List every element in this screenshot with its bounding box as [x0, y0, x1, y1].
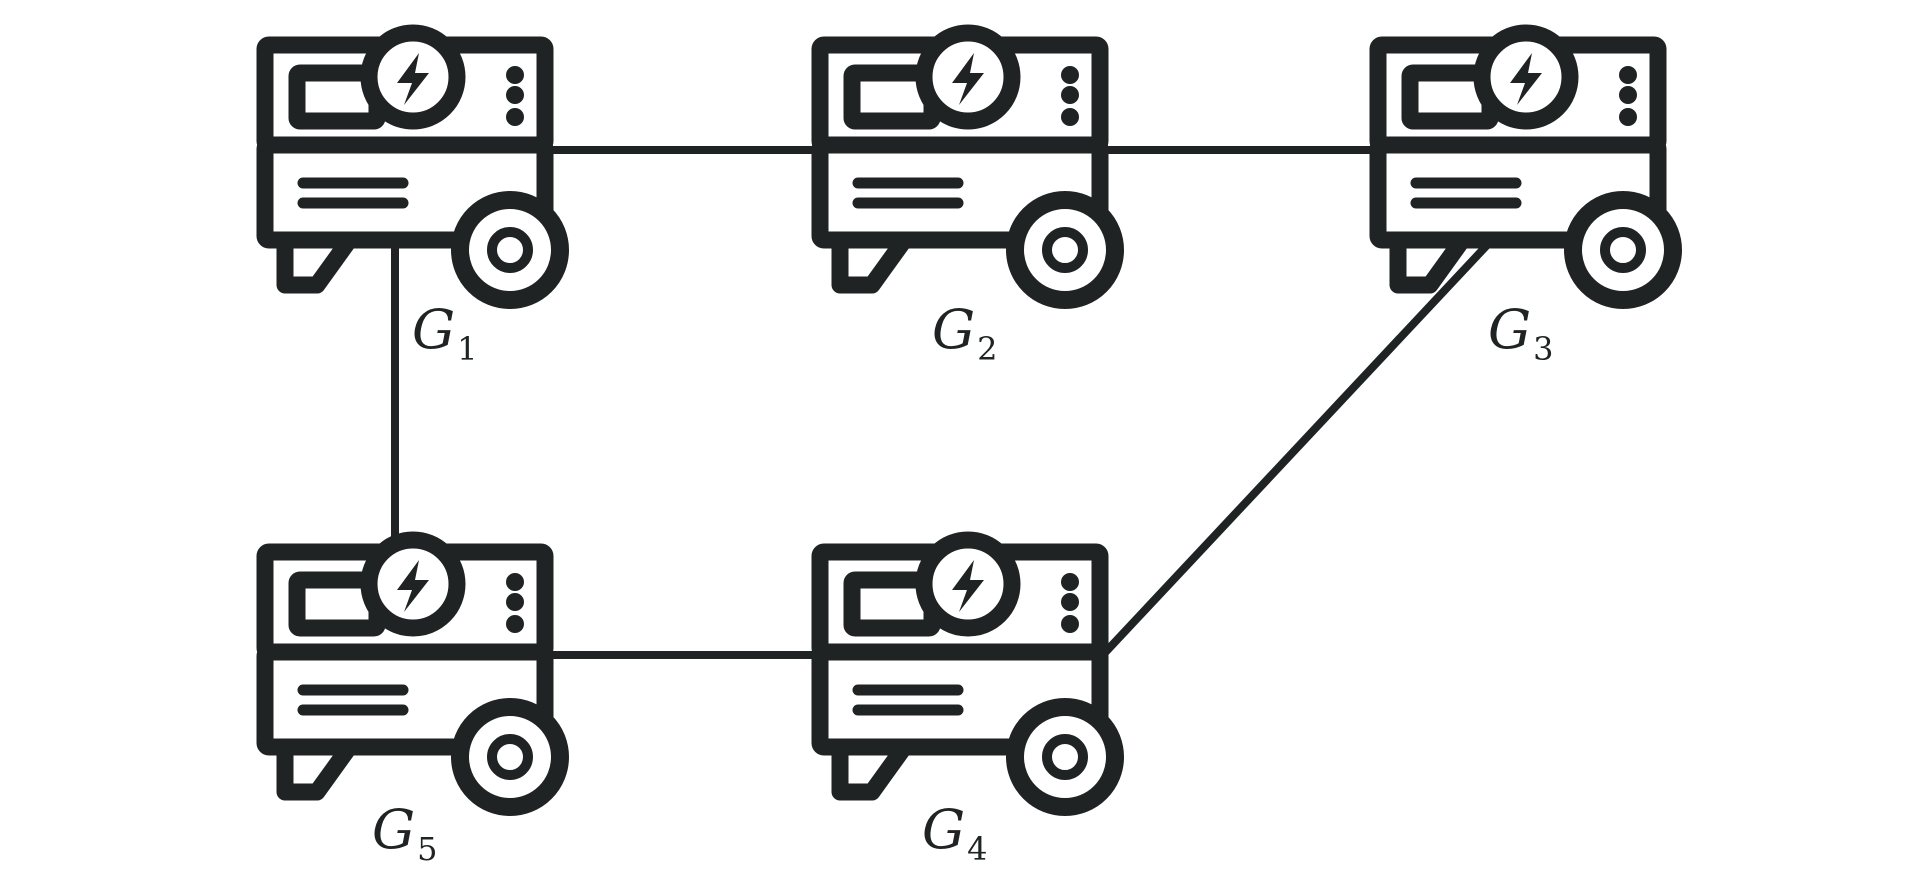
indicator-dot [1061, 593, 1079, 611]
indicator-dot [506, 593, 524, 611]
power-generator-icon [256, 531, 569, 816]
node-label-g4: G4 [922, 798, 988, 868]
power-generator-icon [1369, 24, 1682, 309]
indicator-dot [506, 573, 524, 591]
node-label-g5: G5 [372, 798, 438, 868]
wheel-hub [487, 227, 533, 273]
label-subscript: 4 [967, 830, 987, 868]
label-letter: G [412, 298, 455, 361]
generator-node-g5 [256, 531, 569, 816]
power-generator-icon [811, 24, 1124, 309]
indicator-dot [1061, 615, 1079, 633]
edges [391, 146, 1494, 662]
label-letter: G [372, 798, 415, 861]
node-label-g1: G1 [412, 298, 478, 368]
lightning-bolt-icon [952, 560, 984, 612]
label-subscript: 1 [457, 330, 477, 368]
indicator-dot [506, 66, 524, 84]
indicator-dot [1061, 573, 1079, 591]
indicator-dot [506, 86, 524, 104]
indicator-dot [506, 615, 524, 633]
wheel-hub [1042, 227, 1088, 273]
left-foot [831, 224, 917, 294]
power-generator-icon [811, 531, 1124, 816]
left-foot [1389, 224, 1475, 294]
node-label-g2: G2 [932, 298, 998, 368]
indicator-dot [1061, 108, 1079, 126]
left-foot [276, 731, 362, 801]
lightning-bolt-icon [397, 560, 429, 612]
label-letter: G [922, 798, 965, 861]
node-label-g3: G3 [1488, 298, 1554, 368]
wheel-hub [1042, 734, 1088, 780]
lightning-bolt-icon [397, 53, 429, 105]
label-subscript: 3 [1533, 330, 1553, 368]
generator-node-g3 [1369, 24, 1682, 309]
wheel-hub [487, 734, 533, 780]
power-generator-icon [256, 24, 569, 309]
left-foot [831, 731, 917, 801]
label-subscript: 5 [417, 830, 437, 868]
edge-g4-g3 [1096, 238, 1494, 662]
wheel-hub [1600, 227, 1646, 273]
indicator-dot [1619, 108, 1637, 126]
nodes [256, 24, 1682, 816]
indicator-dot [1619, 86, 1637, 104]
label-subscript: 2 [977, 330, 997, 368]
label-letter: G [1488, 298, 1531, 361]
indicator-dot [1061, 86, 1079, 104]
lightning-bolt-icon [952, 53, 984, 105]
indicator-dot [506, 108, 524, 126]
generator-node-g2 [811, 24, 1124, 309]
indicator-dot [1619, 66, 1637, 84]
generator-node-g4 [811, 531, 1124, 816]
indicator-dot [1061, 66, 1079, 84]
left-foot [276, 224, 362, 294]
label-letter: G [932, 298, 975, 361]
generator-node-g1 [256, 24, 569, 309]
lightning-bolt-icon [1510, 53, 1542, 105]
